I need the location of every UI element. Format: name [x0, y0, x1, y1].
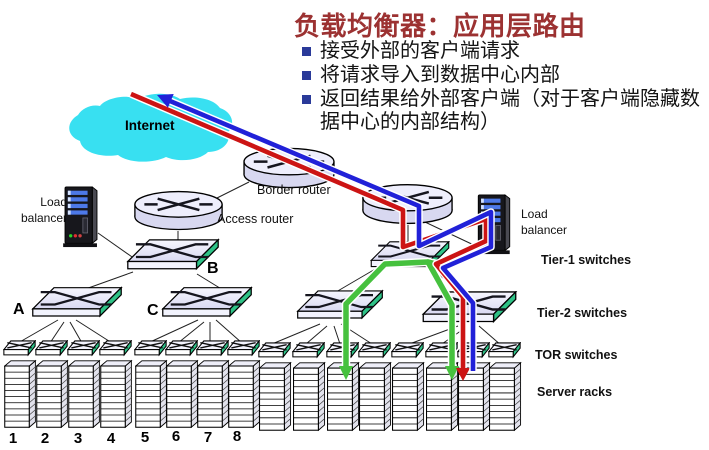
tier1-switches-label: Tier-1 switches [541, 253, 632, 267]
server-rack [68, 360, 100, 428]
aggregation-switch-b [126, 238, 220, 270]
tor-switches-label: TOR switches [535, 348, 618, 362]
tor-switch [358, 342, 391, 358]
server-racks-label: Server racks [537, 385, 613, 399]
bullet-text: 将请求导入到数据中心内部 [320, 64, 560, 86]
access-router-icon [133, 190, 224, 231]
tor-switch [67, 340, 100, 356]
server-rack [4, 360, 36, 428]
tor-switch [488, 342, 521, 358]
tor-switch [134, 340, 167, 356]
bullet-text: 接受外部的客户端请求 [320, 40, 520, 62]
response-path-blue [157, 94, 495, 371]
bullet-marker [302, 47, 311, 56]
bullet-item: 返回结果给外部客户端（对于客户端隐藏数据中心的内部结构） [302, 88, 706, 134]
border-router-label: Border router [257, 183, 331, 197]
tor-switch [227, 340, 260, 356]
load-balancer-right-label: Load balancer [521, 207, 568, 237]
tor-switch [292, 342, 325, 358]
tor-switch [258, 342, 291, 358]
rack-number: 6 [171, 428, 181, 445]
server-rack [228, 360, 260, 428]
rack-number: 8 [232, 428, 242, 445]
rack-number: 5 [140, 429, 150, 446]
server-rack [36, 360, 68, 428]
switch-b-label: B [207, 260, 219, 277]
access-router-label: Access router [217, 212, 294, 226]
bullet-marker [302, 95, 311, 104]
green-arrowhead-down [445, 366, 459, 380]
bullet-list: 接受外部的客户端请求 将请求导入到数据中心内部 返回结果给外部客户端（对于客户端… [302, 40, 706, 135]
server-rack-group-right [258, 342, 522, 431]
rack-number: 1 [8, 430, 18, 447]
tor-switch [3, 340, 36, 356]
bullet-item: 将请求导入到数据中心内部 [302, 64, 706, 87]
server-rack [359, 362, 392, 431]
server-rack [293, 362, 326, 431]
server-rack [100, 360, 132, 428]
load-balancer-left-label: Load balancer [20, 195, 67, 225]
rack-number: 7 [203, 429, 213, 446]
slide-title: 负载均衡器：应用层路由 [294, 11, 586, 41]
server-rack-group-left [3, 340, 260, 428]
internet-label: Internet [125, 118, 175, 133]
tier2-switch-left [296, 289, 384, 320]
server-rack [135, 360, 167, 428]
bullet-item: 接受外部的客户端请求 [302, 40, 706, 63]
blue-arrowhead-up-left [157, 94, 174, 108]
green-arrowhead-down [339, 366, 353, 380]
server-rack [197, 360, 229, 428]
bullet-text: 返回结果给外部客户端（对于客户端隐藏数据中心的内部结构） [320, 88, 700, 133]
server-rack [392, 362, 425, 431]
switch-a-label: A [13, 301, 25, 318]
tier2-switches-label: Tier-2 switches [537, 306, 628, 320]
tor-switch [391, 342, 424, 358]
red-arrowhead-down [456, 368, 470, 381]
server-rack [166, 360, 198, 428]
rack-number: 3 [73, 430, 83, 447]
tor-switch [196, 340, 229, 356]
server-rack [259, 362, 292, 431]
switch-c-label: C [147, 302, 159, 319]
internal-path-green [339, 257, 459, 380]
tor-switch [165, 340, 198, 356]
tor-switch [99, 340, 132, 356]
rack-number: 2 [40, 430, 50, 447]
server-rack [489, 362, 522, 431]
load-balancer-left-icon [63, 186, 98, 248]
bullet-marker [302, 71, 311, 80]
tier2-switch-a [31, 286, 123, 318]
tier2-switch-c [161, 286, 253, 318]
tor-switch [35, 340, 68, 356]
rack-number: 4 [106, 430, 116, 447]
